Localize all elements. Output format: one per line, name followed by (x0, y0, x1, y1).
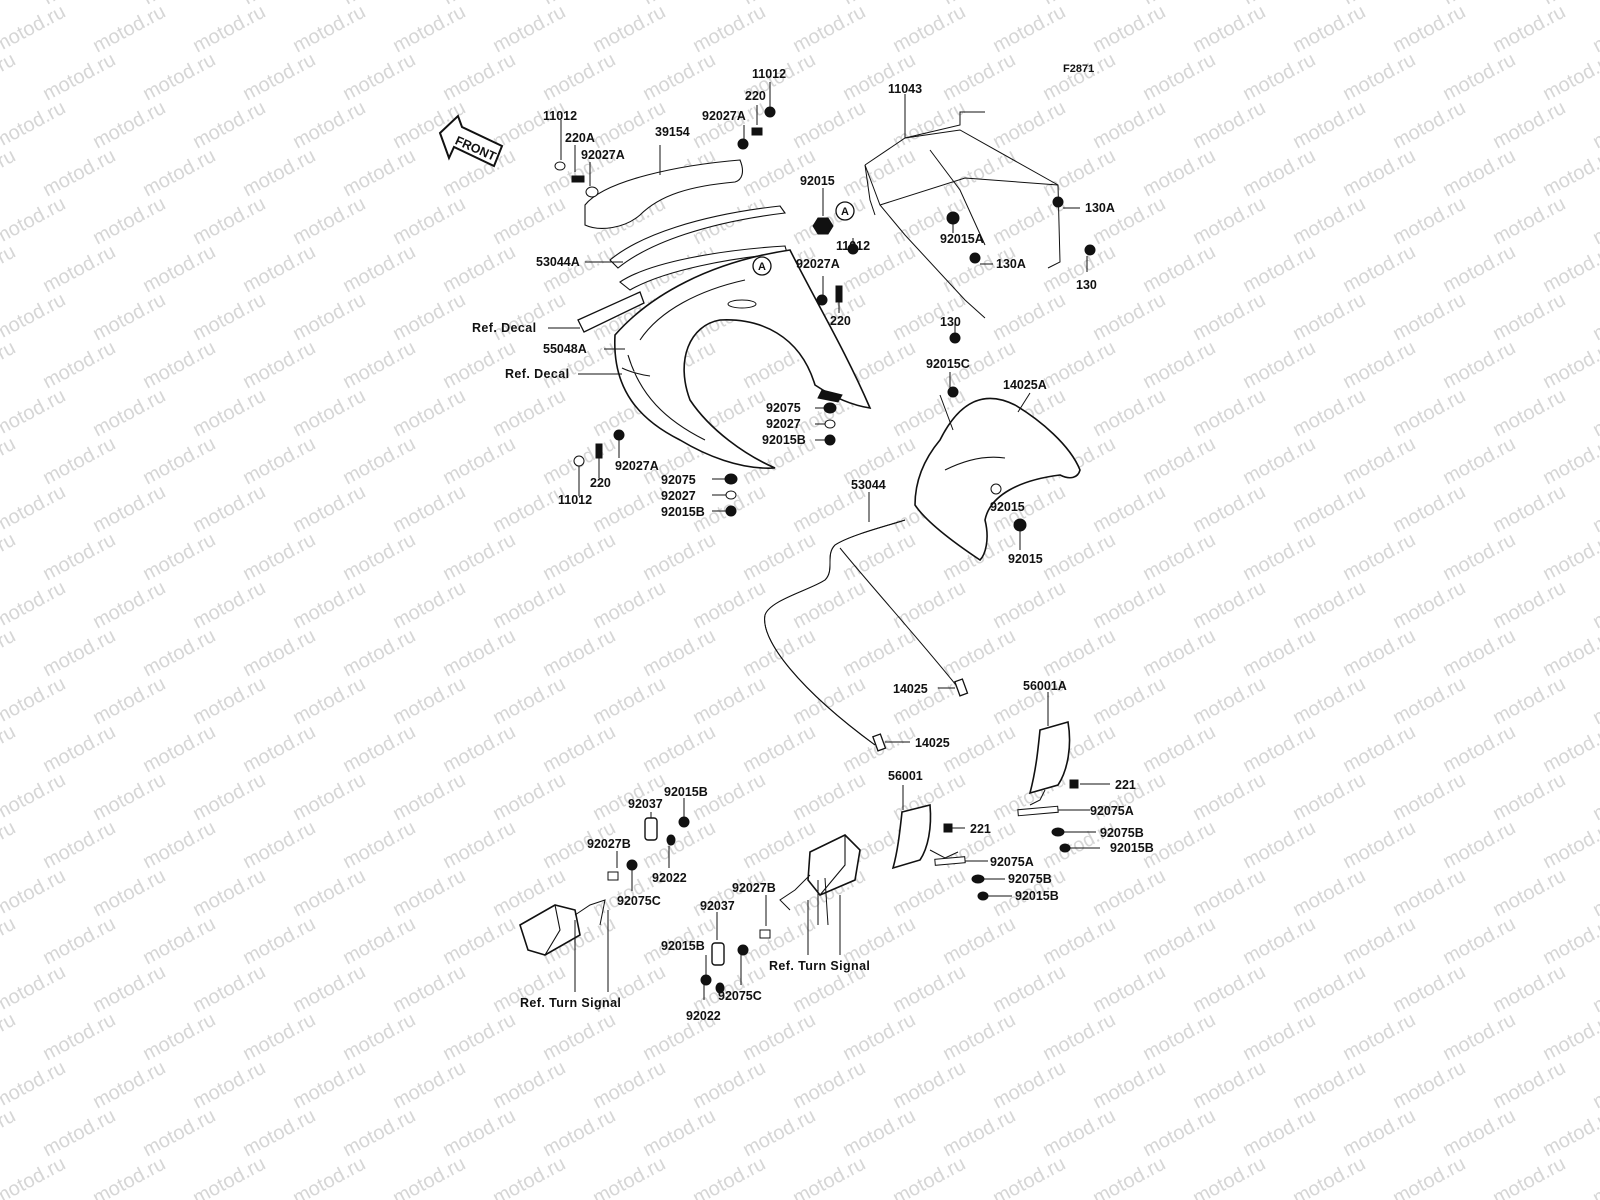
trim-strip-53044 (764, 492, 961, 746)
label-14025-a: 14025 (893, 682, 928, 696)
label-92075-b: 92075 (661, 473, 696, 487)
windshield-39154 (584, 145, 744, 229)
label-92075C-b: 92075C (718, 989, 762, 1003)
label-92075A-a: 92075A (1090, 804, 1134, 818)
label-11012-a: 11012 (543, 109, 577, 123)
label-92075B-a: 92075B (1100, 826, 1144, 840)
label-130-a: 130 (1076, 278, 1097, 292)
upper-cowl-55048A (614, 249, 872, 469)
label-53044A: 53044A (536, 255, 580, 269)
turn-signal-right (700, 834, 861, 1000)
label-14025-b: 14025 (915, 736, 950, 750)
mirror-56001 (891, 785, 1012, 901)
front-arrow-icon: FRONT (438, 114, 504, 168)
label-11012-c: 11012 (836, 239, 870, 253)
label-11012-d: 11012 (558, 493, 592, 507)
label-92027-a: 92027 (766, 417, 801, 431)
end-cap-14025-upper (938, 678, 969, 697)
part-labels: 11012 220A 92027A 39154 11012 220 92027A… (472, 67, 1154, 1023)
label-92027A-b: 92027A (702, 109, 746, 123)
label-221-a: 221 (1115, 778, 1136, 792)
label-92027B-a: 92027B (587, 837, 631, 851)
label-ref-decal-a: Ref. Decal (472, 321, 536, 335)
label-92015B-f: 92015B (661, 939, 705, 953)
label-92075C-a: 92075C (617, 894, 661, 908)
label-220A: 220A (565, 131, 595, 145)
label-92022-b: 92022 (686, 1009, 721, 1023)
label-56001: 56001 (888, 769, 923, 783)
label-92015B-a: 92015B (762, 433, 806, 447)
fastener-stack-left (554, 120, 599, 198)
label-92015A: 92015A (940, 232, 984, 246)
turn-signal-left (519, 798, 690, 992)
label-221-b: 221 (970, 822, 991, 836)
label-92027A-a: 92027A (581, 148, 625, 162)
label-92015-a: 92015 (800, 174, 835, 188)
nut-92015A (946, 211, 960, 233)
label-92027A-c: 92027A (796, 257, 840, 271)
decal-plate (548, 291, 645, 375)
svg-text:A: A (841, 206, 849, 218)
figure-code: F2871 (1063, 63, 1094, 75)
label-130A-b: 130A (996, 257, 1026, 271)
label-130-b: 130 (940, 315, 961, 329)
nut-92015-top (812, 188, 834, 235)
label-56001A: 56001A (1023, 679, 1067, 693)
label-92027B-b: 92027B (732, 881, 776, 895)
label-92022-a: 92022 (652, 871, 687, 885)
fastener-stack-top-right (737, 82, 776, 150)
label-92075B-b: 92075B (1008, 872, 1052, 886)
label-92075A-b: 92075A (990, 855, 1034, 869)
reference-marker-a1: A (835, 201, 855, 221)
label-220-a: 220 (745, 89, 766, 103)
trim-strip-53044A (585, 205, 788, 291)
label-11043: 11043 (888, 82, 922, 96)
bolt-130-left (949, 322, 961, 344)
label-39154: 39154 (655, 125, 690, 139)
label-92027A-d: 92027A (615, 459, 659, 473)
label-92015C: 92015C (926, 357, 970, 371)
bolt-130A-lower (969, 252, 993, 265)
fastener-stack-lower-left (573, 429, 625, 496)
svg-text:A: A (758, 261, 766, 273)
bolt-130A-upper (1052, 196, 1080, 209)
label-92015B-b: 92015B (661, 505, 705, 519)
bracket-11043 (864, 94, 1061, 319)
bolt-130-right (1084, 244, 1096, 272)
label-92015-c: 92015 (1008, 552, 1043, 566)
label-53044: 53044 (851, 478, 886, 492)
label-92015-b: 92015 (990, 500, 1025, 514)
mirror-56001A (1017, 692, 1110, 853)
label-92015B-d: 92015B (1015, 889, 1059, 903)
label-ref-decal-b: Ref. Decal (505, 367, 569, 381)
reference-marker-a2: A (752, 256, 772, 276)
label-92027-b: 92027 (661, 489, 696, 503)
label-92015B-e: 92015B (664, 785, 708, 799)
label-92037-a: 92037 (628, 797, 663, 811)
end-cap-14025-lower (872, 733, 910, 752)
label-ref-turn-signal-a: Ref. Turn Signal (520, 996, 621, 1010)
label-130A-a: 130A (1085, 201, 1115, 215)
inner-panel-14025A (914, 372, 1081, 562)
label-14025A: 14025A (1003, 378, 1047, 392)
fastener-stack-center-upper (815, 402, 837, 446)
fastener-stack-mid-right (816, 238, 859, 313)
label-ref-turn-signal-b: Ref. Turn Signal (769, 959, 870, 973)
label-220-b: 220 (830, 314, 851, 328)
label-92037-b: 92037 (700, 899, 735, 913)
label-11012-b: 11012 (752, 67, 786, 81)
label-55048A: 55048A (543, 342, 587, 356)
label-92075-a: 92075 (766, 401, 801, 415)
label-92015B-c: 92015B (1110, 841, 1154, 855)
label-220-c: 220 (590, 476, 611, 490)
fastener-stack-center-lower (712, 473, 738, 517)
